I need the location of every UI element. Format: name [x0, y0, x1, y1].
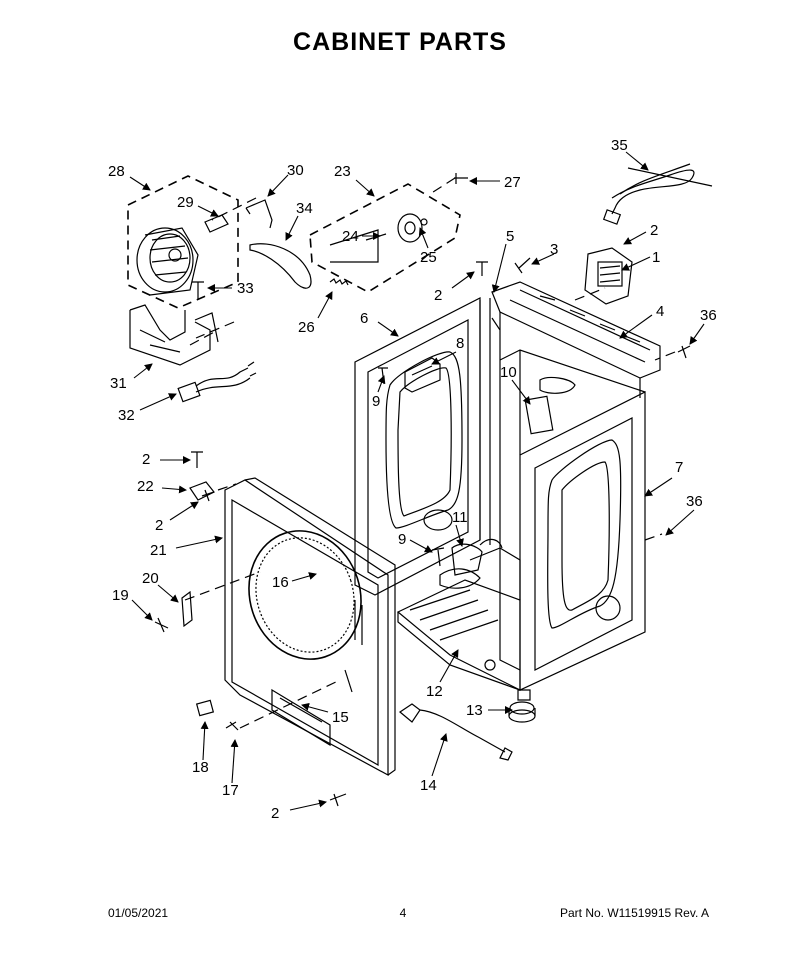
screw-2-bottom	[329, 793, 347, 807]
screw-17	[225, 721, 239, 731]
callout-2: 2	[650, 222, 658, 239]
callout-29: 29	[177, 194, 194, 211]
hinge-plate	[181, 590, 193, 628]
callout-20: 20	[142, 570, 159, 587]
footer-page-number: 4	[399, 906, 407, 920]
idler-kit-group	[309, 183, 461, 293]
leader-lines	[129, 151, 705, 811]
callout-2: 2	[142, 451, 150, 468]
callout-14: 14	[420, 777, 437, 794]
callout-32: 32	[118, 407, 135, 424]
left-side-panel	[354, 297, 481, 596]
callout-10: 10	[500, 364, 517, 381]
screw-9-top	[378, 367, 388, 385]
screw-2-left-mid	[201, 489, 215, 502]
callout-19: 19	[112, 587, 129, 604]
callout-4: 4	[656, 303, 664, 320]
callout-labels: 1 2 2 2 2 2 3 4 5 6 7 8 9 9 10 11 12 13 …	[108, 137, 717, 822]
callout-9: 9	[398, 531, 406, 548]
callout-3: 3	[550, 241, 558, 258]
page-title: CABINET PARTS	[293, 28, 507, 56]
callout-27: 27	[504, 174, 521, 191]
callout-36: 36	[700, 307, 717, 324]
screw-27	[454, 173, 468, 184]
cord-bracket	[584, 247, 633, 305]
clip-30	[245, 199, 273, 229]
callout-8: 8	[456, 335, 464, 352]
callout-26: 26	[298, 319, 315, 336]
explode-lines	[184, 177, 676, 729]
cabinet-body	[396, 298, 646, 691]
callout-34: 34	[296, 200, 313, 217]
power-cord	[602, 163, 713, 225]
callout-22: 22	[137, 478, 154, 495]
callout-9: 9	[372, 393, 380, 410]
wire-harness	[177, 361, 257, 403]
leveling-foot	[508, 689, 536, 723]
screw-9-bottom	[431, 547, 445, 567]
screw-19	[154, 617, 169, 633]
callout-15: 15	[332, 709, 349, 726]
callout-25: 25	[420, 249, 437, 266]
callout-33: 33	[237, 280, 254, 297]
motor-kit-group	[127, 175, 239, 309]
front-panel	[224, 477, 396, 777]
callout-18: 18	[192, 759, 209, 776]
callout-12: 12	[426, 683, 443, 700]
callout-13: 13	[466, 702, 483, 719]
callout-11: 11	[452, 509, 468, 526]
screw-3	[514, 257, 531, 274]
callout-24: 24	[342, 228, 359, 245]
footer-date: 01/05/2021	[108, 906, 169, 920]
drain-hose	[398, 703, 513, 761]
idler-bracket	[329, 229, 379, 263]
drive-belt	[249, 243, 312, 289]
callout-35: 35	[611, 137, 628, 154]
screw-2-top	[476, 261, 488, 276]
callout-7: 7	[675, 459, 683, 476]
screw-2-left-top	[191, 451, 203, 468]
callout-2: 2	[434, 287, 442, 304]
idler-pulley	[397, 213, 423, 243]
motor-mount	[129, 304, 219, 366]
label-18	[195, 699, 215, 717]
callout-2: 2	[155, 517, 163, 534]
callout-23: 23	[334, 163, 351, 180]
callout-17: 17	[222, 782, 239, 799]
callout-5: 5	[506, 228, 514, 245]
callout-6: 6	[360, 310, 368, 327]
callout-36: 36	[686, 493, 703, 510]
drive-motor	[136, 227, 199, 296]
callout-1: 1	[652, 249, 660, 266]
motor-clip	[204, 214, 229, 233]
callout-31: 31	[110, 375, 127, 392]
callout-16: 16	[272, 574, 289, 591]
callout-28: 28	[108, 163, 125, 180]
callout-21: 21	[150, 542, 167, 559]
screw-36-top	[677, 345, 691, 359]
screw-33	[192, 281, 204, 300]
bracket-22	[189, 481, 215, 501]
callout-30: 30	[287, 162, 304, 179]
footer-part-number: Part No. W11519915 Rev. A	[560, 906, 709, 920]
callout-2: 2	[271, 805, 279, 822]
